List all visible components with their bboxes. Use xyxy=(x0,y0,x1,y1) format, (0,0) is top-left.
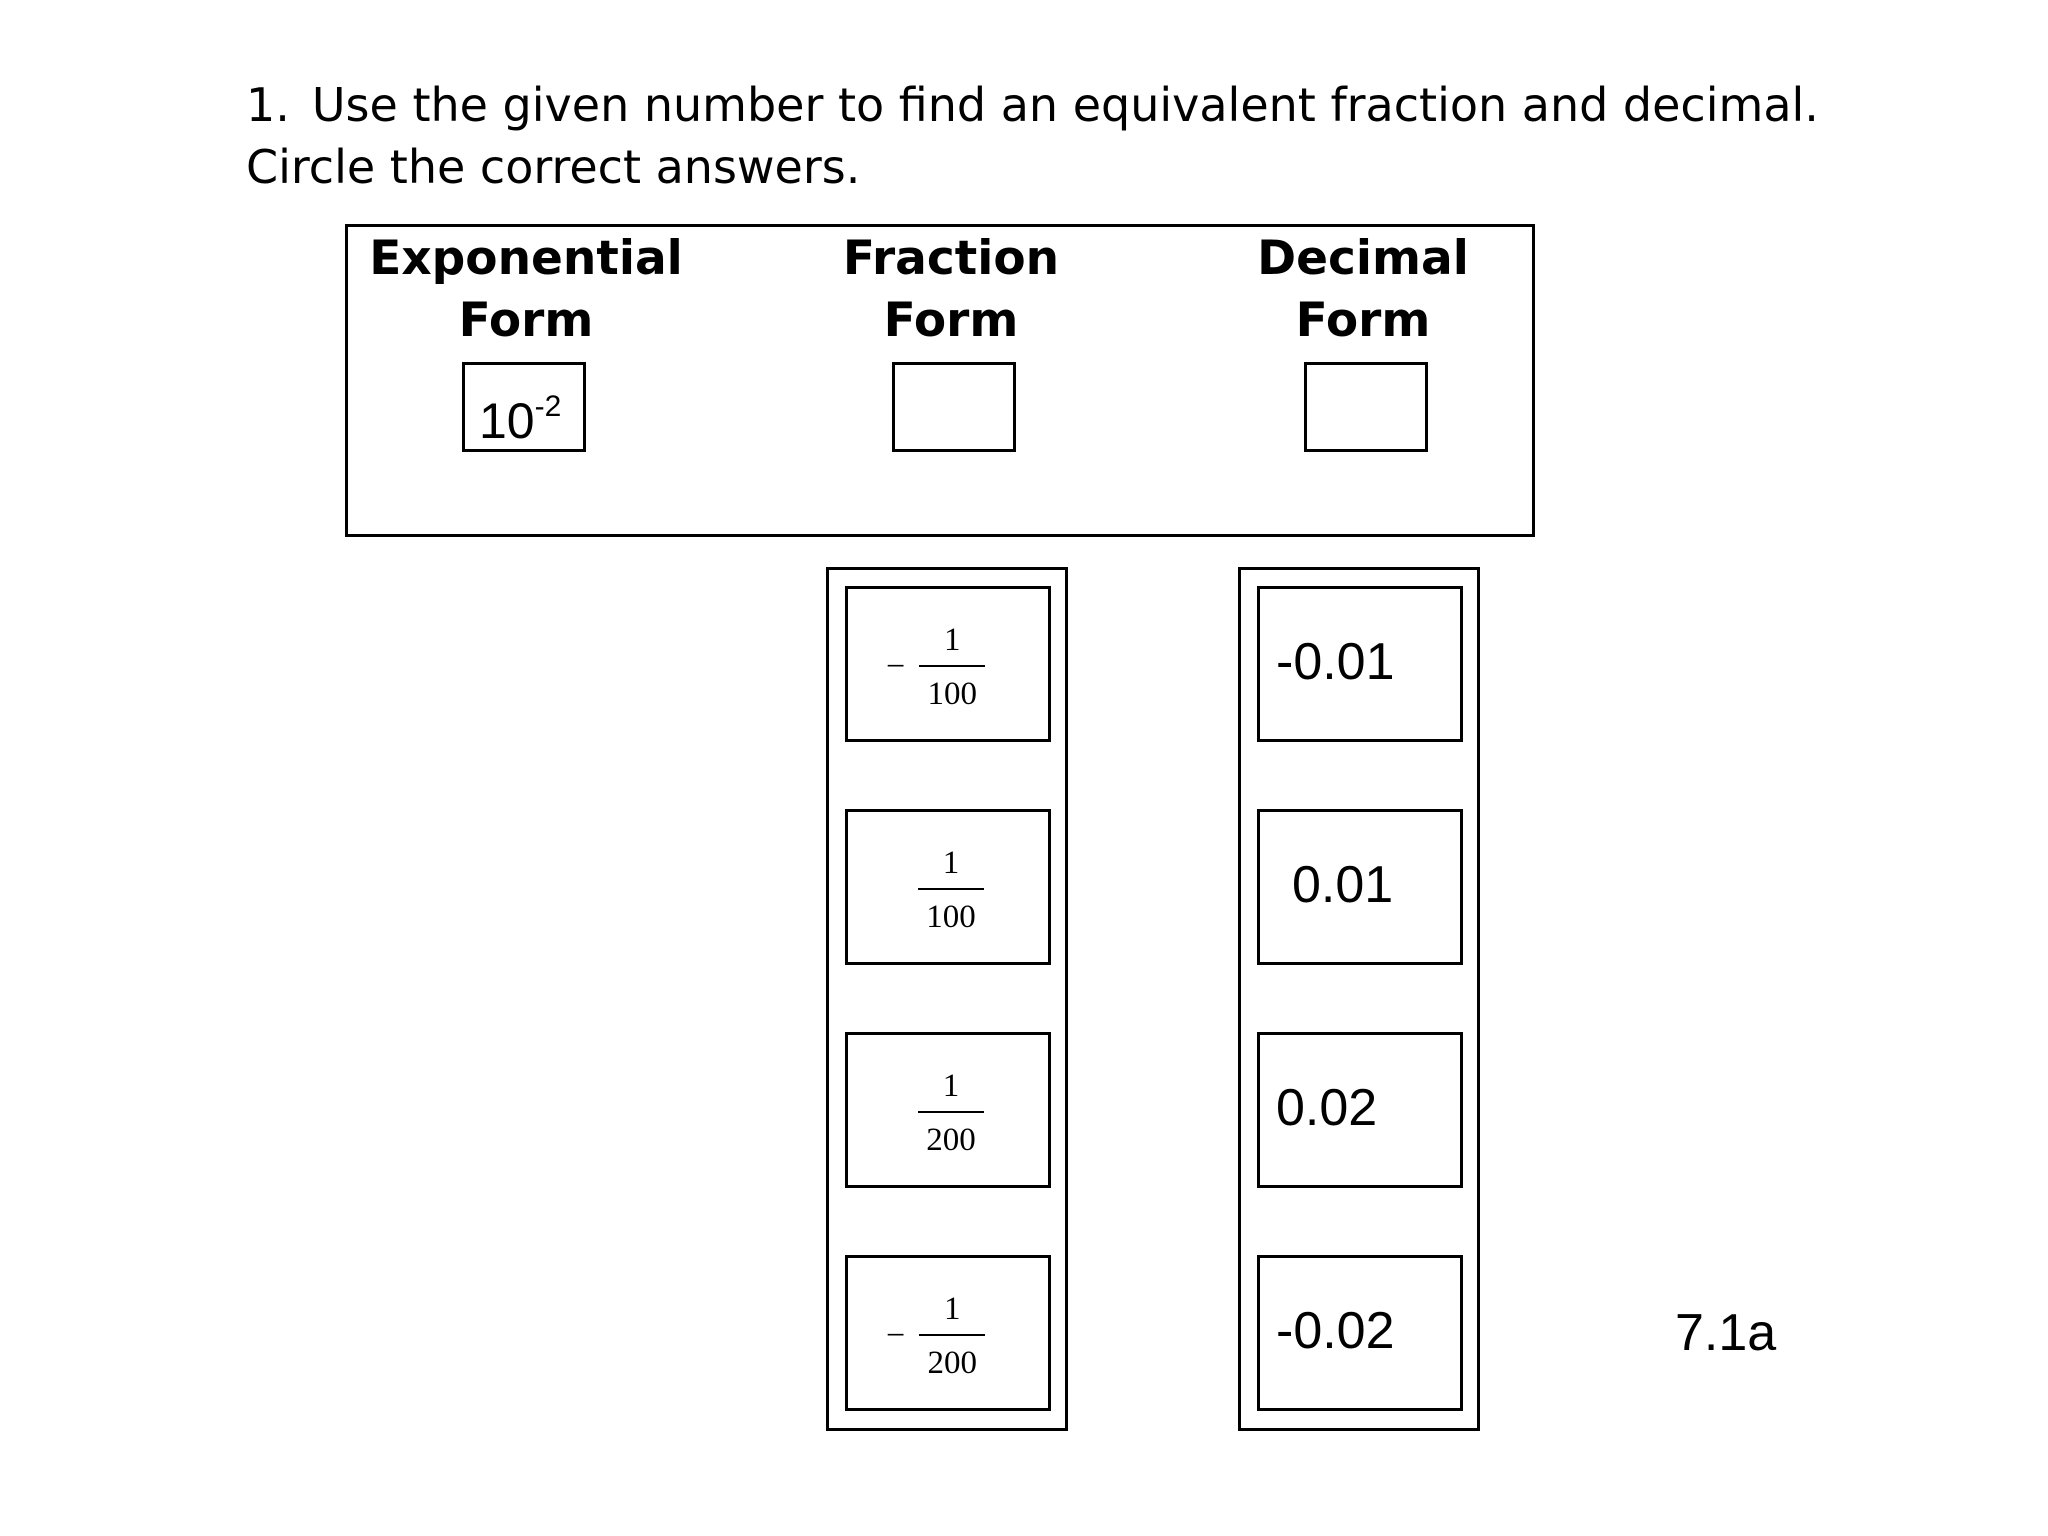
fraction-value: 1 100 xyxy=(904,844,984,936)
header-exponential-form: Exponential Form xyxy=(361,228,691,352)
worksheet-code-label: 7.1a xyxy=(1675,1304,1777,1362)
fraction-bar xyxy=(919,665,986,667)
fraction-value: 1 200 xyxy=(904,1067,984,1159)
fraction-denominator: 100 xyxy=(926,899,976,935)
decimal-choice[interactable]: -0.01 xyxy=(1257,586,1463,742)
fraction-value: − 1 100 xyxy=(886,621,986,713)
header-line: Exponential xyxy=(369,231,683,286)
decimal-value: -0.02 xyxy=(1276,1302,1395,1360)
fraction-sign: − xyxy=(886,648,906,685)
header-line: Form xyxy=(883,293,1019,348)
decimal-choice[interactable]: -0.02 xyxy=(1257,1255,1463,1411)
fraction-denominator: 200 xyxy=(927,1345,977,1381)
decimal-value: 0.02 xyxy=(1276,1079,1378,1137)
decimal-value: -0.01 xyxy=(1276,633,1395,691)
fraction-choices-column: − 1 100 1 100 1 200 xyxy=(826,567,1068,1431)
header-line: Form xyxy=(1295,293,1431,348)
question-number: 1. xyxy=(246,78,290,132)
fraction-numerator: 1 xyxy=(942,1068,960,1104)
decimal-answer-box[interactable] xyxy=(1304,362,1428,452)
fraction-choice[interactable]: − 1 100 xyxy=(845,586,1051,742)
fraction-choice[interactable]: 1 100 xyxy=(845,809,1051,965)
header-line: Form xyxy=(458,293,594,348)
fraction-numerator: 1 xyxy=(943,622,961,658)
fraction-bar xyxy=(918,1111,984,1113)
fraction-denominator: 200 xyxy=(926,1122,976,1158)
decimal-value: 0.01 xyxy=(1292,856,1394,914)
decimal-choice[interactable]: 0.01 xyxy=(1257,809,1463,965)
given-exponent: -2 xyxy=(534,390,562,423)
fraction-numerator: 1 xyxy=(942,845,960,881)
fraction-numerator: 1 xyxy=(943,1291,961,1327)
header-line: Fraction xyxy=(842,231,1060,286)
header-fraction-form: Fraction Form xyxy=(786,228,1116,352)
fraction-sign: − xyxy=(886,1317,906,1354)
question-text: 1.Use the given number to find an equiva… xyxy=(246,74,1946,198)
given-exponential-box: 10-2 xyxy=(462,362,586,452)
fraction-choice[interactable]: 1 200 xyxy=(845,1032,1051,1188)
question-prompt: Use the given number to find an equivale… xyxy=(246,78,1819,194)
header-decimal-form: Decimal Form xyxy=(1198,228,1528,352)
fraction-bar xyxy=(919,1334,986,1336)
fraction-bar xyxy=(918,888,984,890)
fraction-denominator: 100 xyxy=(927,676,977,712)
decimal-choices-column: -0.01 0.01 0.02 -0.02 xyxy=(1238,567,1480,1431)
header-line: Decimal xyxy=(1257,231,1469,286)
fraction-answer-box[interactable] xyxy=(892,362,1016,452)
fraction-choice[interactable]: − 1 200 xyxy=(845,1255,1051,1411)
given-base: 10 xyxy=(479,393,535,449)
decimal-choice[interactable]: 0.02 xyxy=(1257,1032,1463,1188)
given-number-panel xyxy=(345,224,1535,537)
fraction-value: − 1 200 xyxy=(886,1290,986,1382)
given-exponential-value: 10-2 xyxy=(465,365,583,463)
